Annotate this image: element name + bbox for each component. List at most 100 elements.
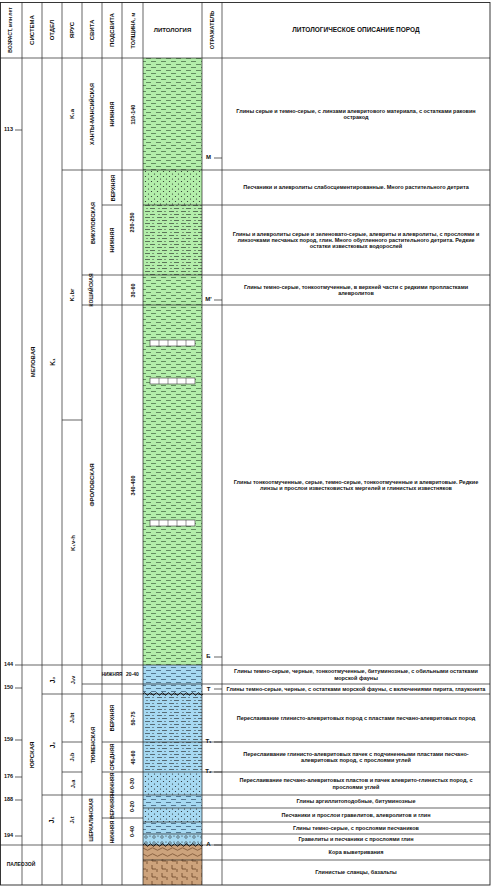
table-label: ВОЗРАСТ, млн лет bbox=[0, 2, 22, 58]
cell-line bbox=[82, 170, 102, 171]
description-text: Глины темно-серые, с прослоями песчанико… bbox=[293, 825, 419, 831]
reflector-tick bbox=[214, 300, 222, 301]
cell-line bbox=[122, 275, 143, 276]
lithology-pattern bbox=[143, 275, 202, 305]
lithology-fill bbox=[143, 808, 202, 822]
cell-line bbox=[62, 742, 82, 743]
cell-line bbox=[122, 684, 143, 685]
limestone-joint bbox=[186, 378, 187, 384]
cell-line bbox=[22, 845, 42, 846]
table-label: 188 bbox=[1, 794, 16, 804]
table-label: 230-250 bbox=[122, 170, 143, 275]
table-label: 30-60 bbox=[122, 275, 143, 305]
table-label: K₁a bbox=[62, 58, 82, 170]
age-tick bbox=[15, 130, 22, 131]
cell-line bbox=[143, 170, 490, 171]
cell-line bbox=[82, 684, 102, 685]
description-text: Глины темно-серые, черные, тонкоотмученн… bbox=[228, 668, 484, 680]
description-text: Глины аргиллитоподобные, битуминозные bbox=[296, 798, 415, 804]
cell-line bbox=[62, 420, 82, 421]
cell-line bbox=[42, 665, 62, 666]
column-line bbox=[22, 2, 23, 885]
cell-line bbox=[62, 170, 82, 171]
lithology-fill bbox=[143, 205, 202, 275]
table-label: НИЖНЯЯ bbox=[102, 665, 122, 684]
table-label: ЮРСКАЯ bbox=[22, 665, 42, 845]
table-label: ЛИТОЛОГИЧЕСКОЕ ОПИСАНИЕ ПОРОД bbox=[222, 2, 490, 58]
reflector-tick bbox=[214, 689, 222, 690]
cell-line bbox=[122, 772, 143, 773]
table-label: МЕЛОВАЯ bbox=[22, 58, 42, 665]
table-label: ТОЛЩИНА, м bbox=[122, 2, 143, 58]
description-text: Кора выветривания bbox=[329, 849, 384, 855]
description-text: Глинистые сланцы, базальты bbox=[315, 869, 397, 875]
cell-line bbox=[122, 665, 143, 666]
table-label: 110-140 bbox=[122, 58, 143, 170]
reflector-tick bbox=[214, 772, 222, 773]
cell-line bbox=[143, 845, 490, 846]
reflector-tick bbox=[214, 742, 222, 743]
description-cell: Глины и алевролиты серые и зеленовато-се… bbox=[222, 205, 490, 275]
age-tick bbox=[15, 836, 22, 837]
column-line bbox=[42, 2, 43, 885]
cell-line bbox=[143, 205, 490, 206]
table-label: K₁ bbox=[42, 58, 62, 665]
limestone-joint bbox=[186, 340, 187, 346]
cell-line bbox=[143, 772, 490, 773]
reflector-tick bbox=[214, 158, 222, 159]
description-text: Глины и алевролиты серые и зеленовато-се… bbox=[228, 231, 484, 249]
description-cell: Глины темно-серые, черные, тонкоотмученн… bbox=[222, 665, 490, 684]
description-text: Глины темно-серые, тонкоотмученные, в ве… bbox=[228, 284, 484, 296]
table-label: 340-400 bbox=[122, 305, 143, 665]
cell-line bbox=[143, 694, 490, 695]
table-label: 20-40 bbox=[122, 665, 143, 684]
table-label: ОТДЕЛ bbox=[42, 2, 62, 58]
limestone-joint bbox=[159, 520, 160, 526]
lithology-pattern bbox=[143, 665, 202, 684]
description-text: Глины темно-серые, черные, с остатками м… bbox=[227, 686, 486, 692]
table-label: ШЕРКАЛИНСКАЯ bbox=[82, 795, 102, 845]
cell-line bbox=[102, 684, 122, 685]
table-label: Т₁ bbox=[202, 736, 215, 746]
description-cell: Глины темно-серые, тонкоотмученные, в ве… bbox=[222, 275, 490, 305]
limestone-joint bbox=[177, 520, 178, 526]
reflector-tick bbox=[214, 845, 222, 846]
lithology-fill bbox=[143, 665, 202, 684]
column-line bbox=[102, 2, 103, 885]
cell-line bbox=[143, 822, 490, 823]
lithology-pattern bbox=[143, 205, 202, 275]
table-label: J₁t bbox=[62, 795, 82, 845]
table-label: ВЕРХНЯЯ bbox=[102, 694, 122, 742]
lithology-pattern bbox=[143, 742, 202, 772]
lithology-pattern bbox=[143, 822, 202, 834]
table-label: 159 bbox=[1, 734, 16, 744]
table-label: 194 bbox=[1, 830, 16, 840]
lithology-pattern bbox=[143, 860, 202, 885]
lithology-fill bbox=[143, 845, 202, 860]
cell-line bbox=[143, 795, 490, 796]
table-label: Б bbox=[202, 651, 215, 661]
cell-line bbox=[42, 694, 62, 695]
table-label: J₂a bbox=[62, 772, 82, 795]
age-tick bbox=[15, 688, 22, 689]
table-label: J₂bt bbox=[62, 694, 82, 742]
table-label: K₁br bbox=[62, 170, 82, 420]
description-cell: Глины аргиллитоподобные, битуминозные bbox=[222, 795, 490, 808]
table-label: ТЮМЕНСКАЯ bbox=[82, 694, 102, 795]
table-label: А bbox=[202, 839, 215, 849]
cell-line bbox=[122, 795, 143, 796]
table-label: ВИКУЛОВСКАЯ bbox=[82, 170, 102, 275]
table-label: ВЕРХНЯЯ bbox=[102, 170, 122, 205]
cell-line bbox=[102, 694, 122, 695]
description-text: Переслаивание глинисто-алевритовых пород… bbox=[237, 715, 476, 721]
table-label: НИЖНЯЯ bbox=[102, 818, 122, 845]
cell-line bbox=[42, 845, 62, 846]
table-label: 144 bbox=[1, 659, 16, 669]
cell-line bbox=[143, 684, 490, 685]
cell-line bbox=[22, 665, 42, 666]
lithology-fill bbox=[143, 170, 202, 205]
cell-line bbox=[143, 742, 490, 743]
description-cell: Глины темно-серые, с прослоями песчанико… bbox=[222, 822, 490, 834]
cell-line bbox=[102, 275, 122, 276]
lithology-fill bbox=[143, 742, 202, 772]
